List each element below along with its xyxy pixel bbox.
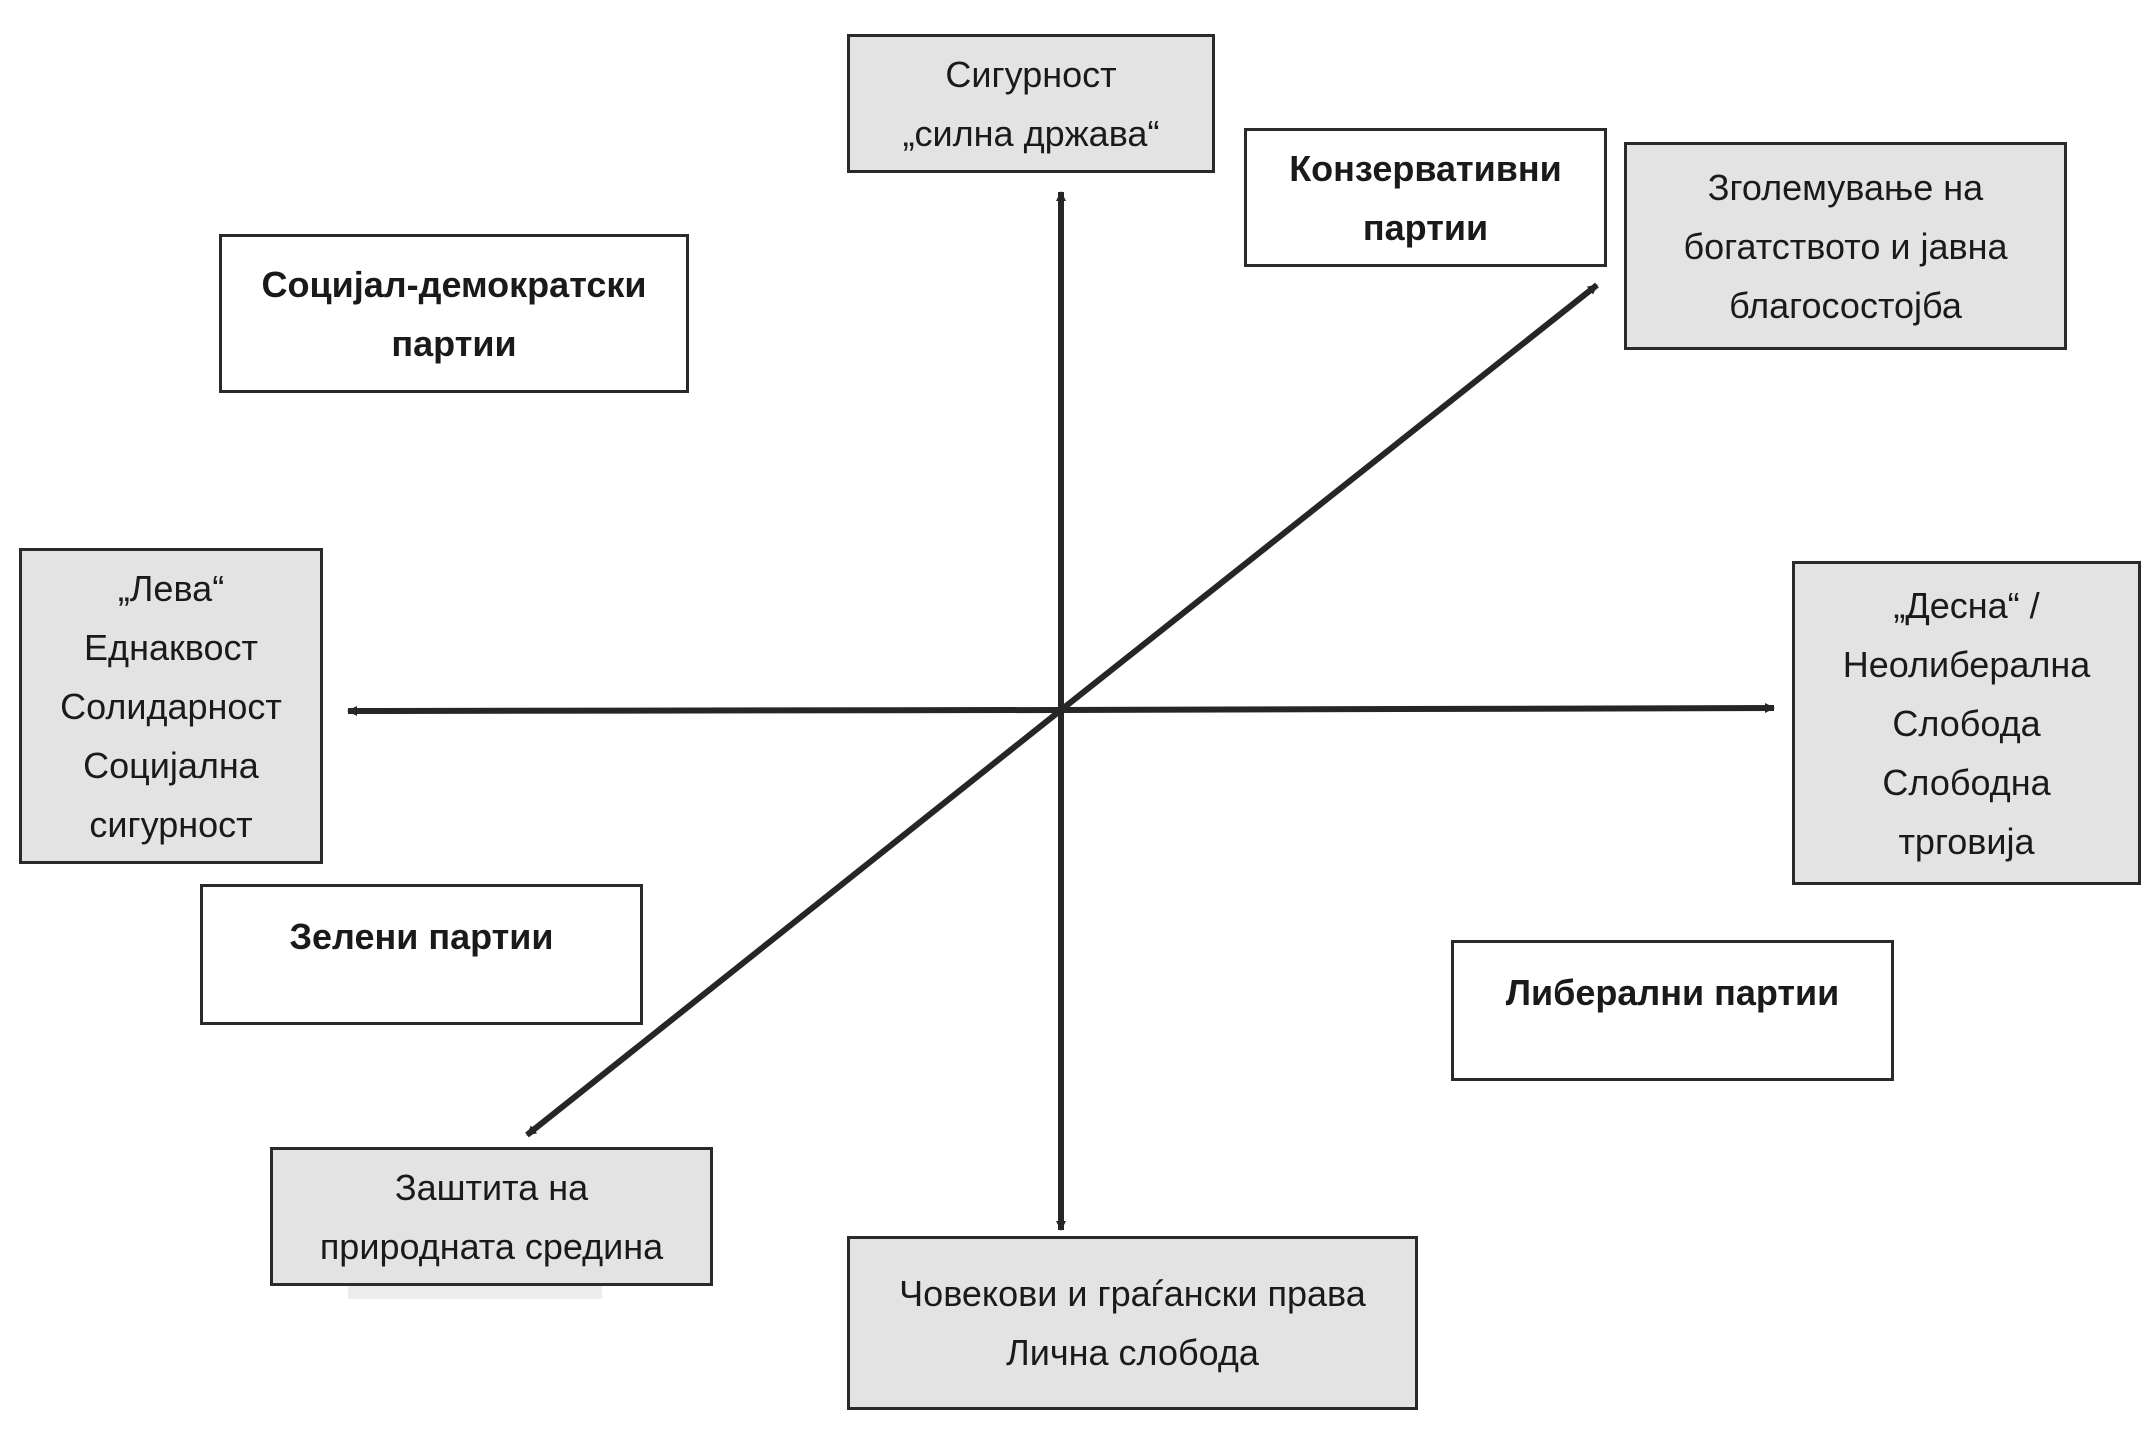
horizontal-axis-left — [347, 705, 1062, 716]
diagonal-axis-down-left — [525, 707, 1063, 1138]
diagonal-axis-up-right — [1059, 282, 1599, 713]
wealth-line-3: благосостојба — [1729, 284, 1962, 326]
left-line-3: Солидарност — [60, 685, 282, 727]
left-line-2: Еднаквост — [84, 626, 258, 668]
environment-box-shadow — [348, 1285, 602, 1299]
wealth-box: Зголемување на богатството и јавна благо… — [1624, 142, 2067, 350]
conservative-line-1: Конзервативни — [1289, 147, 1562, 189]
green-parties-label: Зелени партии — [289, 916, 554, 957]
security-line-1: Сигурност — [945, 53, 1117, 95]
social-democratic-line-2: партии — [391, 322, 517, 364]
environment-line-2: природната средина — [319, 1225, 664, 1267]
wealth-line-2: богатството и јавна — [1683, 225, 2008, 267]
left-line-5: сигурност — [89, 803, 253, 845]
social-democratic-line-1: Социјал-демократски — [261, 263, 647, 305]
conservative-line-2: партии — [1362, 206, 1489, 248]
right-line-3: Слобода — [1892, 702, 2041, 744]
social-democratic-parties-box: Социјал-демократски партии — [219, 234, 689, 393]
right-line-1: „Десна“ / — [1893, 584, 2040, 626]
human-rights-line-2: Лична слобода — [1006, 1332, 1259, 1373]
left-box: „Лева“ Еднаквост Солидарност Социјална с… — [19, 548, 323, 864]
left-line-1: „Лева“ — [117, 567, 225, 609]
environment-box: Заштита на природната средина — [270, 1147, 713, 1286]
environment-line-1: Заштита на — [394, 1166, 589, 1208]
left-line-4: Социјална — [83, 744, 259, 786]
conservative-parties-box: Конзервативни партии — [1244, 128, 1607, 267]
security-box: Сигурност „силна држава“ — [847, 34, 1215, 173]
right-box: „Десна“ / Неолиберална Слобода Слободна … — [1792, 561, 2141, 885]
right-line-5: трговија — [1898, 820, 2035, 862]
right-line-2: Неолиберална — [1842, 643, 2091, 685]
liberal-parties-label: Либерални партии — [1505, 972, 1840, 1013]
wealth-line-1: Зголемување на — [1707, 166, 1984, 208]
human-rights-line-1: Човекови и граѓански права — [899, 1273, 1366, 1314]
green-parties-box: Зелени партии — [200, 884, 643, 1025]
human-rights-box: Човекови и граѓански права Лична слобода — [847, 1236, 1418, 1410]
security-line-2: „силна држава“ — [902, 112, 1160, 154]
right-line-4: Слободна — [1882, 761, 2051, 803]
horizontal-axis-right — [1060, 703, 1775, 714]
liberal-parties-box: Либерални партии — [1451, 940, 1894, 1081]
